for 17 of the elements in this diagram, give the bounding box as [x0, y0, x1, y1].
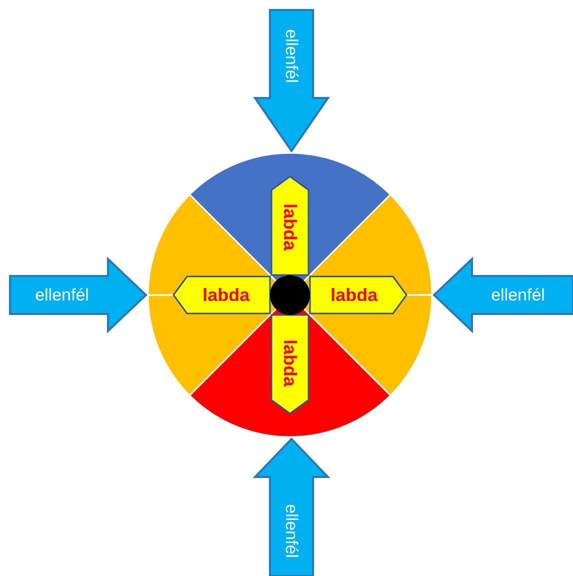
arrow-label: ellenfél — [283, 29, 300, 83]
arrow-label: labda — [281, 204, 299, 250]
ball-arrow — [172, 275, 270, 315]
ball-arrow — [270, 315, 310, 415]
block-arrow — [432, 257, 573, 333]
block-arrow — [253, 8, 330, 153]
block-arrow — [253, 437, 330, 576]
arrow-label: ellenfél — [283, 504, 300, 558]
arrow-label: labda — [330, 286, 378, 304]
center-dot — [270, 275, 310, 315]
arrow-label: labda — [281, 340, 299, 386]
arrow-label: labda — [202, 286, 250, 304]
ball-arrow — [310, 275, 408, 315]
arrow-label: ellenfél — [35, 286, 89, 304]
block-arrow — [8, 257, 148, 333]
arrow-label: ellenfél — [491, 286, 545, 304]
ball-arrow — [270, 175, 310, 275]
